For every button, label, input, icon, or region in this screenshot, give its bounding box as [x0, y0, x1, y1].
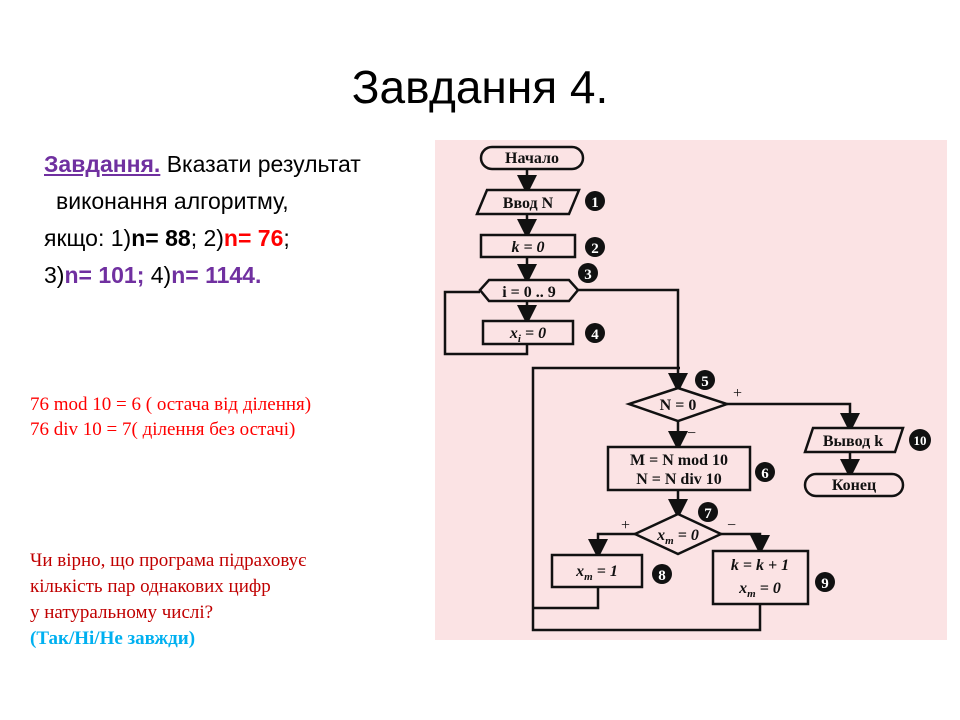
question-block: Чи вірно, що програма підраховує кількіс…	[30, 548, 306, 652]
end-terminal	[803, 472, 905, 498]
case-n1: n= 88	[131, 225, 191, 251]
step-badge-5	[695, 370, 715, 390]
step-number-7: 7	[704, 506, 712, 522]
cond2-minus: −	[727, 517, 736, 534]
case-n3: n= 101;	[64, 262, 145, 288]
question-line-2: кількість пар однакових цифр	[30, 576, 271, 597]
cond-xm-zero-label: xm = 0	[656, 527, 699, 547]
task-line-4: 3)n= 101; 4)n= 1144.	[44, 257, 444, 294]
split-line-2: N = N div 10	[636, 471, 722, 488]
task-sep-2: ;	[283, 225, 290, 251]
step-badge-10	[909, 429, 931, 451]
answer-options: (Так/Ні/Не завжди)	[30, 628, 196, 649]
step-badge-3	[578, 263, 598, 283]
split-line-1: M = N mod 10	[630, 452, 728, 469]
step-badge-7	[698, 502, 718, 522]
mod-div-note: 76 mod 10 = 6 ( остача від ділення) 76 d…	[30, 392, 311, 442]
step-badge-1	[585, 191, 605, 211]
init-x-label: xi = 0	[509, 325, 546, 345]
input-label: Ввод N	[503, 195, 554, 212]
step-number-6: 6	[761, 466, 769, 482]
split-digit-block	[606, 445, 752, 492]
question-line-3: у натуральному числі?	[30, 602, 214, 623]
cond1-minus: −	[687, 425, 696, 442]
input-block	[475, 188, 581, 216]
task-line-2: виконання алгоритму,	[56, 188, 289, 214]
loop-label: i = 0 .. 9	[502, 284, 556, 301]
step-badge-6	[755, 462, 775, 482]
mod-line: 76 mod 10 = 6 ( остача від ділення)	[30, 394, 312, 415]
task-case-label-3: 3)	[44, 262, 65, 288]
step-number-1: 1	[591, 195, 599, 211]
task-line-1: Завдання. Вказати результат	[44, 146, 444, 183]
question-line-1: Чи вірно, що програма підраховує	[30, 550, 307, 571]
cond2-plus: +	[621, 517, 630, 534]
task-line-3: якщо: 1)n= 88; 2)n= 76;	[44, 220, 444, 257]
output-label: Вывод k	[823, 433, 883, 450]
set-xm-label: xm = 1	[575, 563, 618, 583]
step-badge-2	[585, 237, 605, 257]
step-badge-9	[815, 572, 835, 592]
step-badge-4	[585, 323, 605, 343]
step-number-4: 4	[591, 327, 599, 343]
init-k-label: k = 0	[511, 239, 544, 256]
cond-xm-zero	[632, 512, 724, 556]
init-k-block	[479, 233, 577, 259]
step-number-2: 2	[591, 241, 599, 257]
step-badge-8	[652, 564, 672, 584]
start-terminal	[479, 145, 585, 171]
end-label: Конец	[832, 477, 876, 494]
div-line: 76 div 10 = 7( ділення без остачі)	[30, 419, 296, 440]
task-label: Завдання.	[44, 151, 161, 177]
task-text: Завдання. Вказати результат виконання ал…	[44, 146, 444, 294]
reset-xm-label: xm = 0	[738, 580, 781, 600]
step-number-5: 5	[701, 374, 709, 390]
step-number-9: 9	[821, 576, 829, 592]
output-block	[803, 426, 905, 454]
set-xm-block	[550, 553, 644, 589]
case-n2: n= 76	[223, 225, 284, 251]
loop-block	[478, 278, 580, 303]
start-label: Начало	[505, 150, 559, 167]
step-number-3: 3	[584, 267, 592, 283]
task-text-1: Вказати результат	[160, 151, 361, 177]
cond-n-zero	[625, 386, 731, 423]
inc-k-block	[711, 549, 810, 606]
init-x-block	[481, 319, 575, 346]
slide-title: Завдання 4.	[351, 61, 609, 113]
step-number-8: 8	[658, 568, 666, 584]
flowchart: Начало Ввод N 1 k = 0 2 i = 0 .. 9 3 xi …	[435, 140, 947, 640]
task-case-label-1: якщо: 1)	[44, 225, 132, 251]
cond-n-zero-label: N = 0	[660, 397, 697, 414]
task-sep-1: ; 2)	[190, 225, 224, 251]
cond1-plus: +	[733, 385, 742, 402]
step-number-10: 10	[914, 433, 927, 448]
inc-k-label: k = k + 1	[731, 557, 789, 574]
case-n4: n= 1144.	[171, 262, 262, 288]
task-sep-3: 4)	[144, 262, 172, 288]
